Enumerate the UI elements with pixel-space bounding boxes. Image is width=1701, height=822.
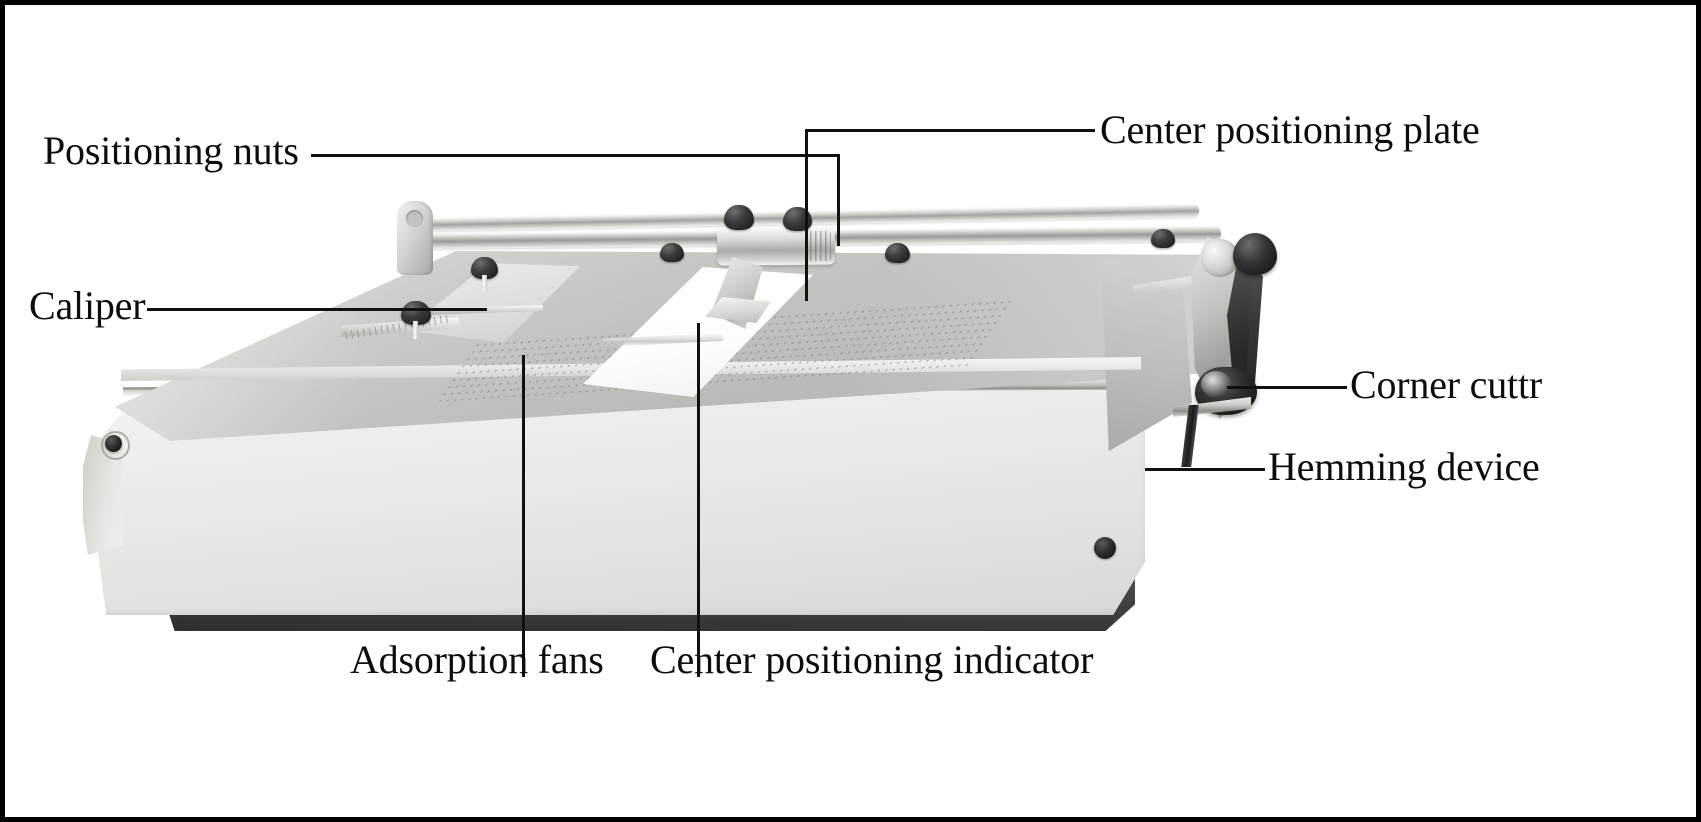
gantry-rail-left-endcap-hole: [406, 210, 423, 227]
label-caliper: Caliper: [29, 283, 146, 328]
label-adsorption-fans: Adsorption fans: [350, 637, 604, 682]
leader-hemming-device-horizontal: [1145, 468, 1265, 471]
label-center-positioning-indicator: Center positioning indicator: [650, 637, 1094, 682]
corner-cutter-head-highlight: [1201, 371, 1231, 397]
positioning-nut-stem-2: [482, 275, 487, 291]
leader-center-plate-horizontal: [805, 129, 1095, 132]
corner-cutter-hub: [1201, 239, 1239, 277]
label-corner-cutter: Corner cuttr: [1350, 362, 1542, 407]
positioning-nut-knob-3: [660, 243, 684, 262]
case-making-machine-illustration: [5, 5, 1696, 817]
label-positioning-nuts: Positioning nuts: [43, 128, 299, 173]
leader-center-plate-vertical: [805, 129, 808, 301]
leader-corner-cutter-horizontal: [1227, 386, 1347, 389]
diagram-stage: Positioning nuts Center positioning plat…: [5, 5, 1696, 817]
base-bolt-right: [1094, 537, 1116, 559]
leader-positioning-nuts-horizontal: [311, 154, 840, 157]
label-hemming-device: Hemming device: [1268, 444, 1540, 489]
leader-adsorption-fans-vertical: [522, 355, 525, 677]
positioning-nut-stem-1: [413, 321, 418, 339]
positioning-nut-knob-7: [1151, 229, 1175, 248]
leader-positioning-nuts-vertical: [837, 154, 840, 246]
leader-center-indicator-vertical: [697, 323, 700, 677]
base-bolt-left-ring: [101, 431, 130, 460]
positioning-nut-knob-4: [724, 205, 754, 230]
corner-cutter-adjust-knob: [1233, 233, 1277, 275]
label-center-positioning-plate: Center positioning plate: [1100, 107, 1480, 152]
center-positioning-plate-knurl: [804, 230, 832, 262]
positioning-nut-knob-6: [885, 243, 910, 263]
positioning-nut-knob-2: [471, 257, 498, 279]
leader-caliper-horizontal: [147, 308, 487, 311]
